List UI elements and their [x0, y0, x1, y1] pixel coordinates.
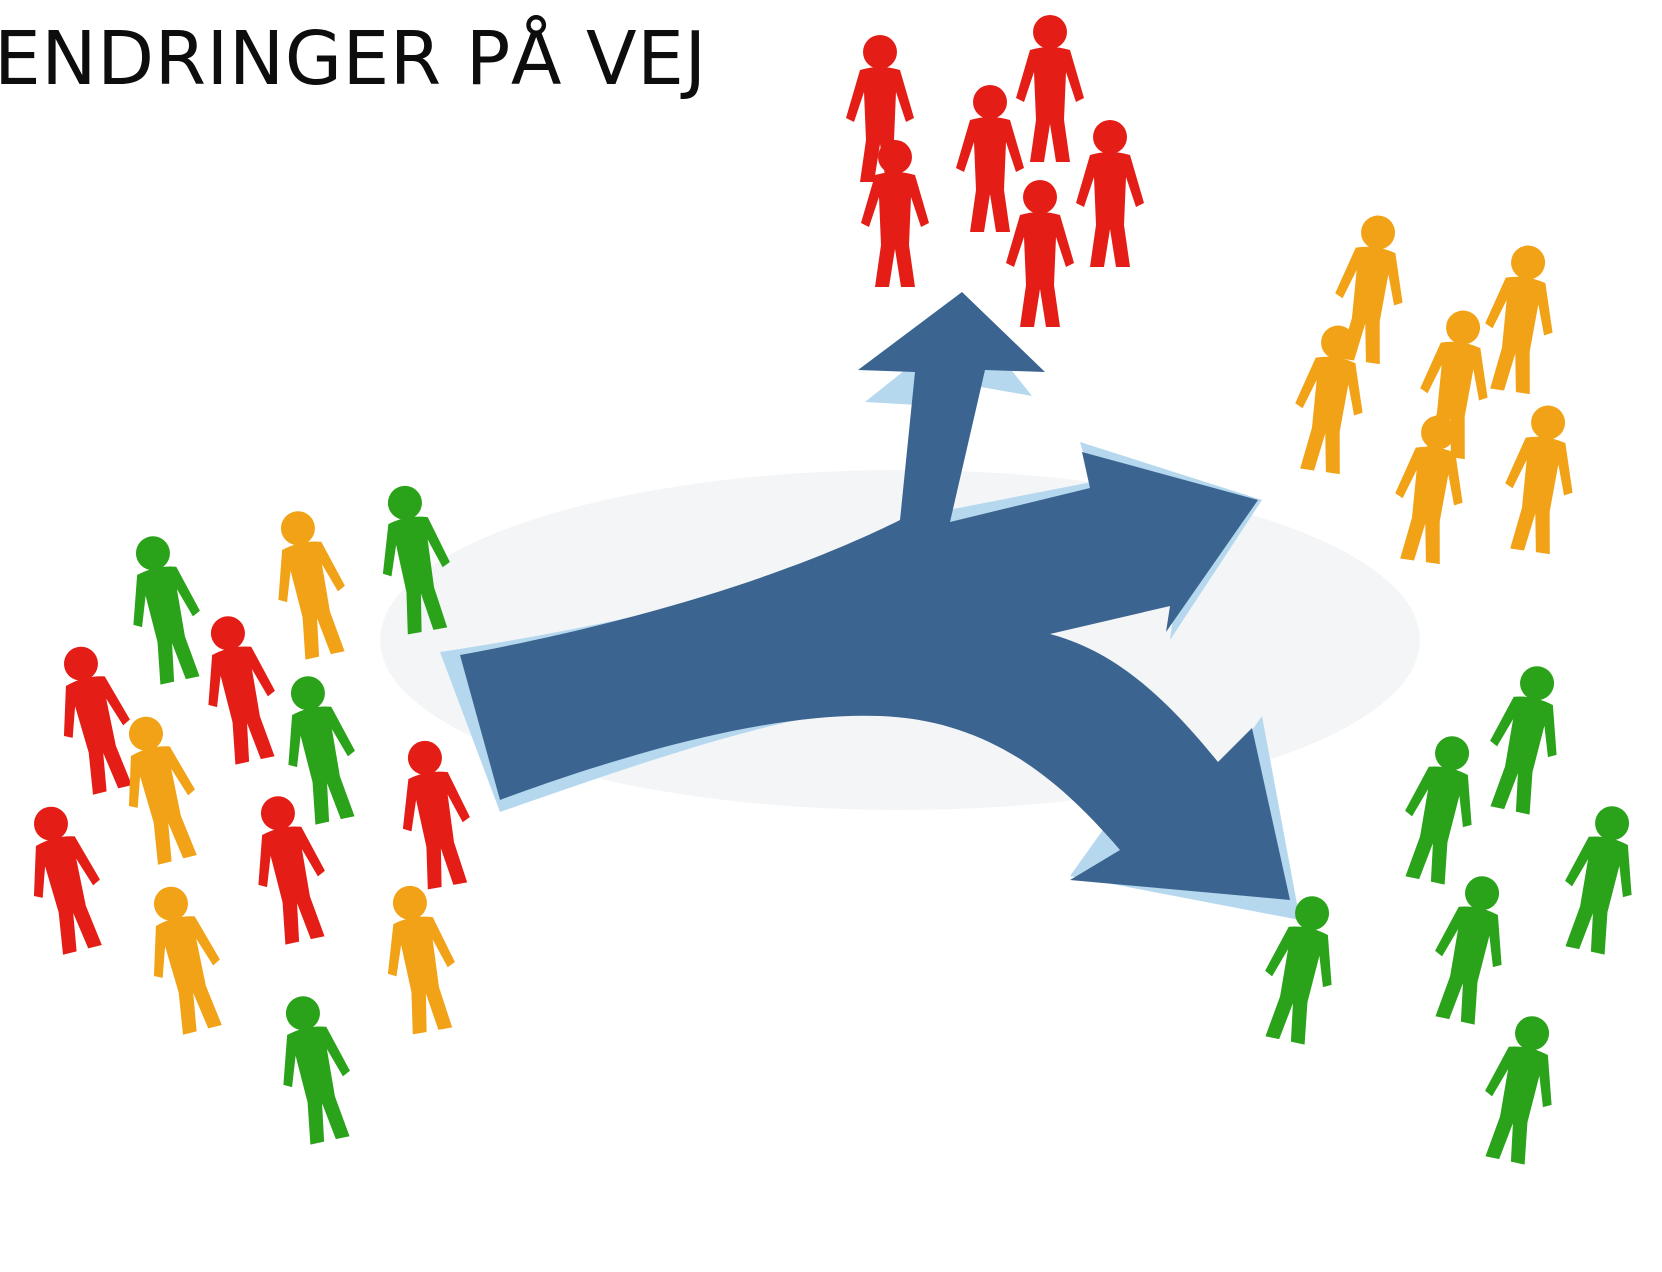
- person-figure: [373, 880, 466, 1037]
- person-figure: [1391, 729, 1489, 888]
- person-figure: [191, 609, 289, 768]
- person-figure: [1016, 15, 1084, 162]
- person-figure: [108, 709, 211, 869]
- person-figure: [1076, 120, 1144, 267]
- person-figure: [1006, 180, 1074, 327]
- person-figure: [1496, 400, 1585, 557]
- person-figure: [261, 504, 359, 663]
- mixed-group: [13, 480, 481, 1148]
- red-group: [846, 15, 1144, 327]
- person-figure: [133, 879, 236, 1039]
- person-figure: [1476, 240, 1565, 397]
- slide-title: ENDRINGER PÅ VEJ: [0, 16, 707, 102]
- orange-group: [1286, 210, 1585, 567]
- person-figure: [43, 639, 146, 799]
- person-figure: [13, 799, 116, 959]
- person-figure: [388, 735, 481, 892]
- person-figure: [1551, 799, 1649, 958]
- person-figure: [1476, 659, 1574, 818]
- person-figure: [116, 529, 214, 688]
- person-figure: [266, 989, 364, 1148]
- person-figure: [956, 85, 1024, 232]
- person-figure: [1471, 1009, 1569, 1168]
- person-figure: [1286, 320, 1375, 477]
- arrow-shape: [460, 292, 1290, 900]
- person-figure: [1421, 869, 1519, 1028]
